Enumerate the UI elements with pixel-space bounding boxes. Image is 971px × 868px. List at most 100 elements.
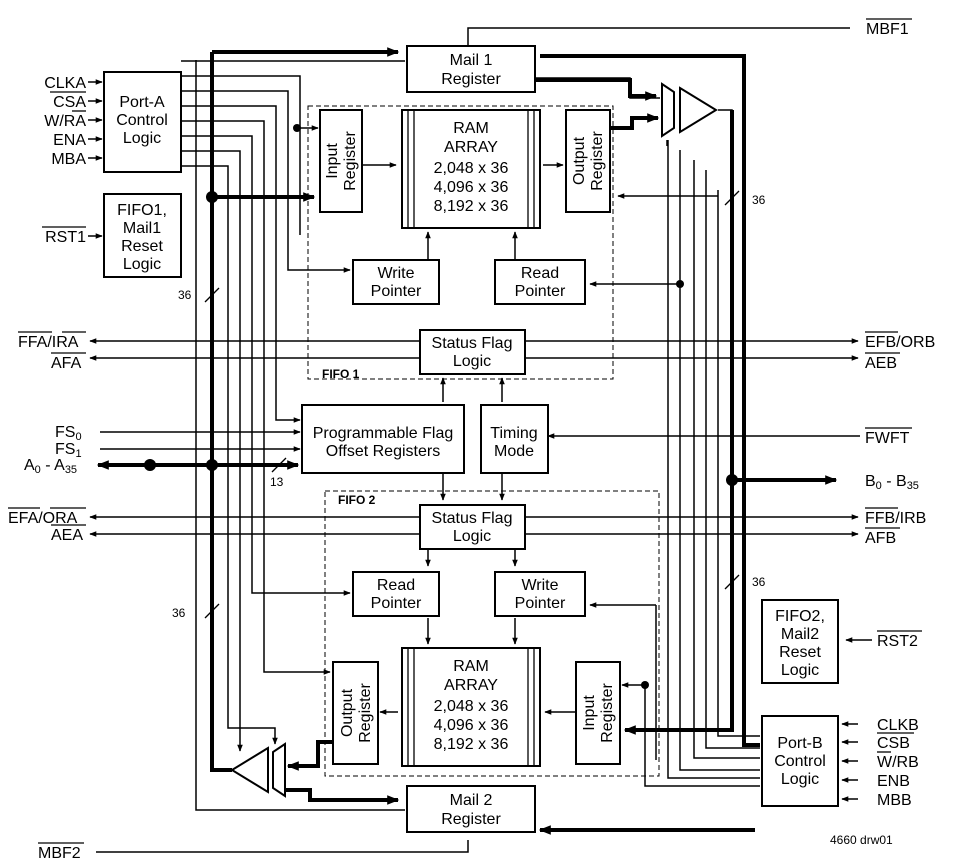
timing-mode: Timing Mode [480,404,549,474]
signal-rst1: RST1 [42,226,86,246]
signal-efa: EFA [8,510,39,527]
svg-text:CSB: CSB [877,735,910,752]
bus-width-label: 36 [172,606,186,620]
signal-a-bus: A0 - A35 [24,457,77,476]
svg-text:Write: Write [377,265,414,282]
fifo2-mail2-reset-logic: FIFO2, Mail2 Reset Logic [761,599,839,684]
svg-text:FWFT: FWFT [865,430,910,447]
svg-text:Mail1: Mail1 [123,220,161,237]
svg-text:Output: Output [571,136,588,185]
mail2-register: Mail 2 Register [406,785,536,833]
status-flag-logic-1: Status Flag Logic [419,329,526,375]
svg-text:FFA/IRA: FFA/IRA [18,334,79,351]
signal-mbf1: MBF1 [866,18,912,38]
output-register-2: Output Register [332,661,379,765]
fifo1-flag-signals-b: EFB/ORB AEB [865,331,935,372]
ram-array-2: RAM ARRAY 2,048 x 36 4,096 x 36 8,192 x … [401,647,541,767]
fifo2-region [324,490,660,777]
svg-text:Port-B: Port-B [777,735,822,752]
svg-text:Mail 1: Mail 1 [450,52,493,69]
figure-id: 4660 drw01 [830,833,893,847]
mail1-register: Mail 1 Register [406,45,536,93]
svg-text:Write: Write [521,577,558,594]
svg-text:Logic: Logic [781,771,819,788]
signal-efb: EFB [865,334,896,351]
svg-text:Mode: Mode [494,443,534,460]
signal-enb: ENB [877,773,910,790]
svg-text:8,192 x 36: 8,192 x 36 [434,736,509,753]
input-register-2: Input Register [575,661,621,765]
svg-text:Status Flag: Status Flag [432,335,513,352]
port-b-control-logic: Port-B Control Logic [761,715,839,807]
svg-text:RST1: RST1 [45,229,86,246]
svg-text:Register: Register [589,131,606,191]
svg-text:EFA/ORA: EFA/ORA [8,510,78,527]
signal-irb: /IRB [895,510,926,527]
signal-ffb: FFB [865,510,895,527]
bus-width-label: 13 [270,475,284,489]
svg-text:Reset: Reset [779,644,821,661]
signal-aea: AEA [51,527,83,544]
svg-text:Port-A: Port-A [119,94,165,111]
fifo2-label: FIFO 2 [338,493,376,507]
svg-text:Register: Register [599,683,616,743]
signal-b-bus: B0 - B35 [865,473,919,492]
svg-text:Logic: Logic [781,662,819,679]
signal-afa: AFA [51,355,82,372]
svg-text:Register: Register [441,811,501,828]
signal-fwft: FWFT [865,427,912,447]
signal-mbb: MBB [877,792,912,809]
svg-text:RAM: RAM [453,658,489,675]
fifo2-flag-signals-b: FFB/IRB AFB [865,507,926,547]
signal-mbf2: MBF2 [38,842,84,862]
write-pointer-2: Write Pointer [494,571,586,617]
signal-wra: W/RA [44,110,86,130]
ram-array-1: RAM ARRAY 2,048 x 36 4,096 x 36 8,192 x … [401,109,541,229]
svg-text:Pointer: Pointer [515,595,566,612]
read-pointer-2: Read Pointer [352,571,440,617]
svg-text:Logic: Logic [453,353,491,370]
svg-text:2,048 x 36: 2,048 x 36 [434,160,509,177]
svg-text:Input: Input [324,143,341,179]
programmable-flag-offset-registers: Programmable Flag Offset Registers [301,404,465,474]
signal-fs0: FS [55,424,75,441]
bus-width-label: 36 [752,575,766,589]
bus-width-label: 36 [178,288,192,302]
svg-text:CSA: CSA [53,94,86,111]
svg-text:Timing: Timing [490,425,537,442]
svg-text:Logic: Logic [123,256,161,273]
svg-text:Output: Output [339,688,356,737]
svg-text:4,096 x 36: 4,096 x 36 [434,717,509,734]
svg-text:Read: Read [521,265,559,282]
signal-ena: ENA [53,132,86,149]
svg-text:FFB/IRB: FFB/IRB [865,510,926,527]
signal-ora: /ORA [38,510,77,527]
svg-text:Pointer: Pointer [371,283,422,300]
fifo1-region [307,105,614,380]
signal-wrb: W/RB [877,751,919,771]
svg-text:FS1: FS1 [55,441,82,460]
bus-width-label: 36 [752,193,766,207]
status-flag-logic-2: Status Flag Logic [419,504,526,550]
svg-text:Control: Control [774,753,826,770]
svg-text:4,096 x 36: 4,096 x 36 [434,179,509,196]
svg-text:Control: Control [116,112,168,129]
svg-text:Read: Read [377,577,415,594]
svg-text:Status Flag: Status Flag [432,510,513,527]
wiring [88,27,872,853]
read-pointer-1: Read Pointer [494,259,586,305]
svg-text:RST2: RST2 [877,633,918,650]
svg-text:FIFO2,: FIFO2, [775,608,825,625]
signal-ffa: FFA [18,334,48,351]
output-register-1: Output Register [565,109,611,213]
signal-clka: CLKA [44,75,86,92]
fifo1-label: FIFO 1 [322,367,360,381]
signal-csb: CSB [877,732,914,752]
signal-orb: /ORB [896,334,935,351]
svg-text:Offset Registers: Offset Registers [326,443,440,460]
svg-text:2,048 x 36: 2,048 x 36 [434,698,509,715]
svg-text:Logic: Logic [123,130,161,147]
signal-ira: /IRA [47,334,78,351]
port-a-signals: CLKA CSA W/RA ENA MBA RST1 [42,75,86,246]
